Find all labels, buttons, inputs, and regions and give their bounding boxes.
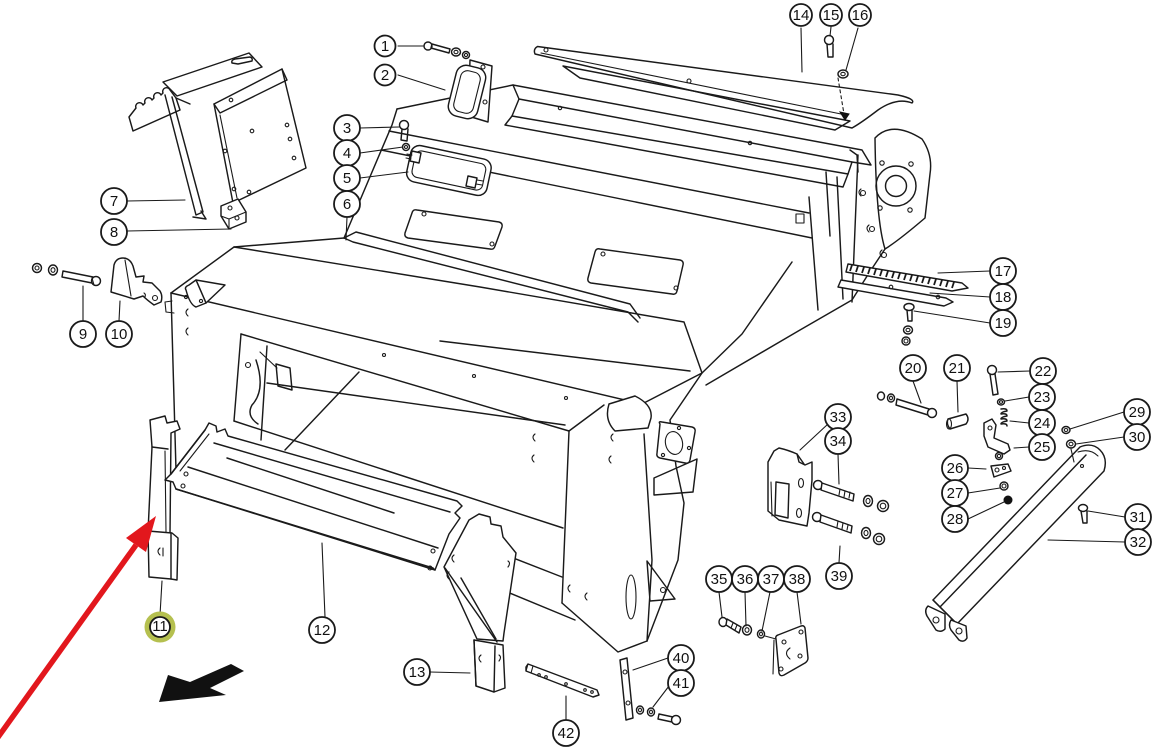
svg-text:27: 27 bbox=[947, 485, 964, 502]
svg-text:38: 38 bbox=[789, 571, 806, 588]
svg-text:12: 12 bbox=[314, 622, 331, 639]
svg-text:14: 14 bbox=[793, 7, 810, 24]
svg-text:26: 26 bbox=[947, 460, 964, 477]
svg-text:30: 30 bbox=[1129, 429, 1146, 446]
svg-text:15: 15 bbox=[823, 7, 840, 24]
svg-text:20: 20 bbox=[905, 360, 922, 377]
svg-text:10: 10 bbox=[111, 326, 128, 343]
svg-text:24: 24 bbox=[1034, 415, 1051, 432]
svg-text:42: 42 bbox=[558, 725, 575, 742]
svg-text:36: 36 bbox=[737, 571, 754, 588]
svg-text:35: 35 bbox=[711, 571, 728, 588]
svg-text:29: 29 bbox=[1129, 404, 1146, 421]
svg-text:34: 34 bbox=[830, 433, 847, 450]
svg-text:22: 22 bbox=[1035, 363, 1052, 380]
svg-text:4: 4 bbox=[343, 145, 351, 162]
svg-text:25: 25 bbox=[1034, 439, 1051, 456]
svg-text:21: 21 bbox=[949, 360, 966, 377]
svg-text:11: 11 bbox=[152, 618, 168, 635]
svg-text:6: 6 bbox=[343, 196, 351, 213]
svg-text:17: 17 bbox=[995, 263, 1012, 280]
svg-text:16: 16 bbox=[852, 7, 869, 24]
svg-text:3: 3 bbox=[343, 120, 351, 137]
svg-text:40: 40 bbox=[673, 650, 690, 667]
svg-text:39: 39 bbox=[831, 568, 848, 585]
svg-text:23: 23 bbox=[1034, 389, 1051, 406]
svg-text:19: 19 bbox=[995, 315, 1012, 332]
svg-text:33: 33 bbox=[830, 409, 847, 426]
svg-text:18: 18 bbox=[995, 289, 1012, 306]
svg-text:28: 28 bbox=[947, 511, 964, 528]
svg-text:5: 5 bbox=[343, 170, 351, 187]
svg-text:41: 41 bbox=[673, 675, 690, 692]
svg-text:1: 1 bbox=[381, 38, 389, 55]
svg-text:32: 32 bbox=[1130, 534, 1147, 551]
svg-text:2: 2 bbox=[381, 67, 389, 84]
svg-text:31: 31 bbox=[1130, 509, 1147, 526]
svg-text:13: 13 bbox=[409, 664, 426, 681]
svg-text:7: 7 bbox=[110, 193, 118, 210]
svg-text:37: 37 bbox=[763, 571, 780, 588]
svg-text:8: 8 bbox=[110, 224, 118, 241]
svg-text:9: 9 bbox=[79, 326, 87, 343]
